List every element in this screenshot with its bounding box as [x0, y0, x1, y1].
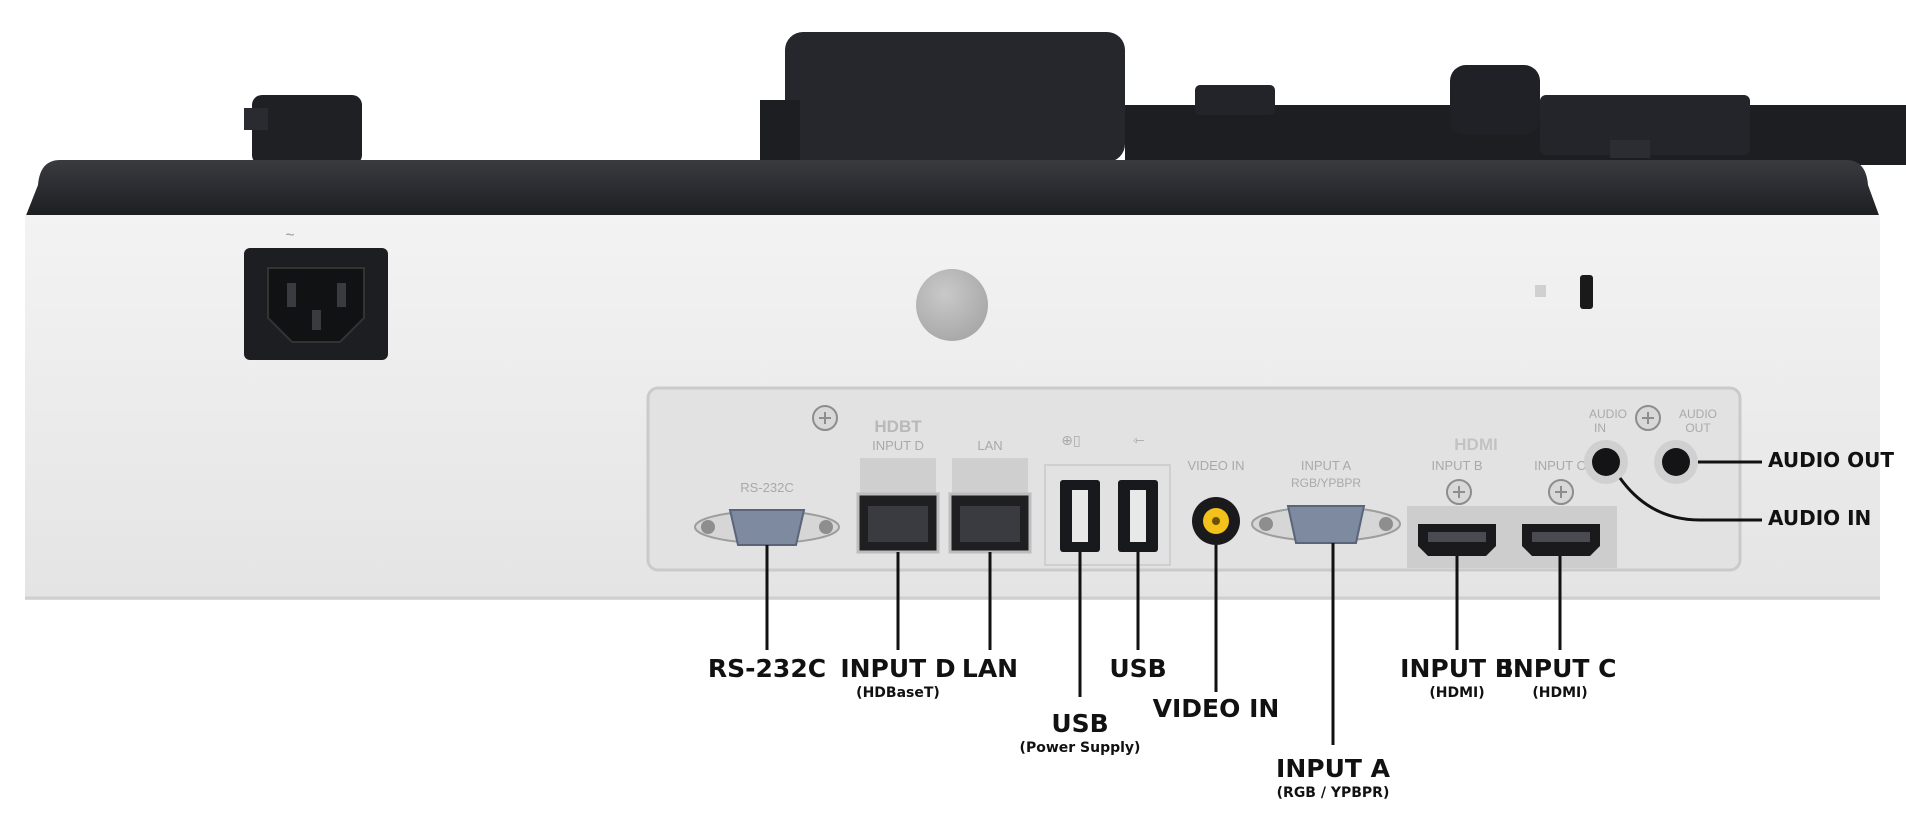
- callout-leader-lines: [765, 460, 1762, 745]
- security-lock-slot: [1535, 275, 1593, 309]
- hdmi-logo: HDMI: [1454, 435, 1497, 454]
- top-housing: [25, 160, 1880, 218]
- callout-input-d-label: INPUT D: [840, 654, 956, 683]
- svg-text:⇽: ⇽: [1133, 432, 1145, 448]
- lan-port: LAN: [948, 438, 1032, 554]
- callout-lan-label: LAN: [961, 654, 1019, 683]
- callout-usb-power-label: USB: [1051, 709, 1109, 738]
- audio-jacks: AUDIO IN AUDIO OUT: [1584, 407, 1717, 484]
- callout-usb-label: USB: [1109, 654, 1167, 683]
- rs232c-port: RS-232C: [694, 480, 840, 546]
- hdbt-logo: HDBT: [874, 417, 922, 436]
- callout-input-c-label: INPUT C: [1503, 654, 1617, 683]
- callout-rs232c-label: RS-232C: [707, 654, 827, 683]
- callout-input-a-sub: (RGB / YPBPR): [1276, 785, 1390, 801]
- power-inlet: ~: [244, 227, 388, 360]
- svg-text:~: ~: [285, 227, 294, 244]
- callout-audio-in: AUDIO IN: [1768, 506, 1871, 530]
- callout-usb: USB: [1103, 655, 1173, 683]
- input-c-panel-label: INPUT C: [1534, 458, 1586, 473]
- callout-audio-in-label: AUDIO IN: [1768, 506, 1872, 530]
- callout-audio-out-label: AUDIO OUT: [1768, 448, 1894, 472]
- video-in-panel-label: VIDEO IN: [1187, 458, 1244, 473]
- input-a-rgb-port: INPUT A RGB/YPBPR: [1251, 458, 1401, 544]
- callout-input-c-sub: (HDMI): [1532, 685, 1588, 701]
- callout-input-a-label: INPUT A: [1276, 754, 1390, 783]
- rear-round-button: [916, 269, 988, 341]
- input-a-panel-label: INPUT A: [1301, 458, 1352, 473]
- callout-input-d-sub: (HDBaseT): [856, 685, 940, 701]
- input-b-panel-label: INPUT B: [1431, 458, 1482, 473]
- audio-in-panel-label-top: AUDIO: [1589, 407, 1627, 421]
- callout-video-in: VIDEO IN: [1151, 695, 1281, 723]
- audio-in-panel-label-bottom: IN: [1594, 421, 1606, 435]
- video-in-jack: VIDEO IN: [1187, 458, 1245, 545]
- hdmi-inputs: HDMI INPUT B INPUT C: [1407, 435, 1617, 568]
- svg-text:⊕▯: ⊕▯: [1061, 432, 1080, 448]
- panel-screw-icon: [812, 405, 1661, 505]
- callout-audio-out: AUDIO OUT: [1768, 448, 1894, 472]
- callout-lan: LAN: [950, 655, 1030, 683]
- callout-usb-power-sub: (Power Supply): [1019, 740, 1141, 756]
- callout-input-c: INPUT C (HDMI): [1500, 655, 1620, 703]
- top-protrusions: [244, 32, 1906, 165]
- callout-input-b-label: INPUT B: [1400, 654, 1514, 683]
- callout-input-a: INPUT A (RGB / YPBPR): [1263, 755, 1403, 803]
- audio-out-panel-label-bottom: OUT: [1685, 421, 1711, 435]
- input-a-panel-sublabel: RGB/YPBPR: [1291, 476, 1361, 490]
- lan-panel-label: LAN: [977, 438, 1002, 453]
- callout-input-b-sub: (HDMI): [1429, 685, 1485, 701]
- callout-usb-power: USB (Power Supply): [1010, 710, 1150, 758]
- rs232c-panel-label: RS-232C: [740, 480, 793, 495]
- audio-out-panel-label-top: AUDIO: [1679, 407, 1717, 421]
- input-d-panel-label: INPUT D: [872, 438, 924, 453]
- callout-input-b: INPUT B (HDMI): [1397, 655, 1517, 703]
- callout-video-in-label: VIDEO IN: [1152, 694, 1280, 723]
- usb-ports: ⊕▯ ⇽: [1044, 432, 1171, 566]
- callout-input-d: INPUT D (HDBaseT): [838, 655, 958, 703]
- callout-rs232c: RS-232C: [707, 655, 827, 683]
